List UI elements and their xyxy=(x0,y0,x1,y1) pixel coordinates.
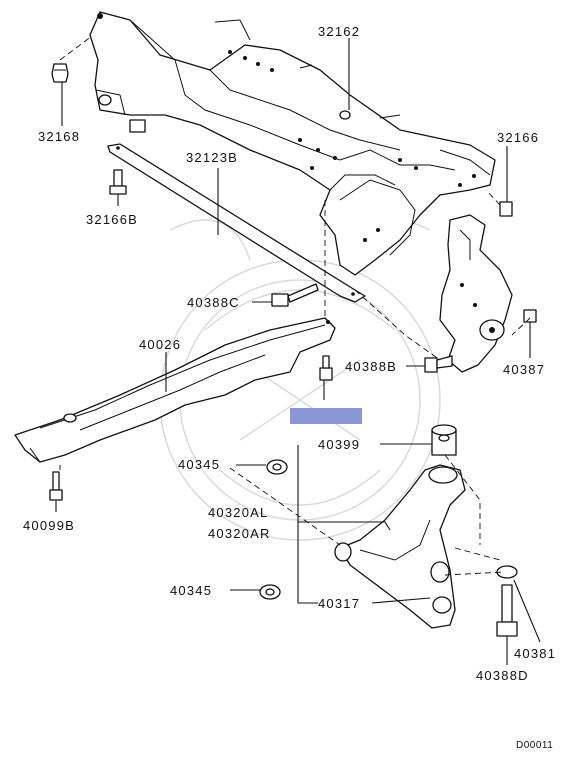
label-40387[interactable]: 40387 xyxy=(503,362,545,377)
lower-arm xyxy=(334,464,466,629)
label-32168[interactable]: 32168 xyxy=(38,129,80,144)
label-32162[interactable]: 32162 xyxy=(318,24,360,39)
label-40345-lower[interactable]: 40345 xyxy=(170,583,212,598)
bushing-40399 xyxy=(431,424,457,456)
label-40381[interactable]: 40381 xyxy=(514,646,556,661)
bolt-center xyxy=(319,355,333,381)
front-member-40026 xyxy=(14,317,336,463)
label-40399[interactable]: 40399 xyxy=(318,437,360,452)
bolt-32166B xyxy=(109,169,127,195)
label-40317[interactable]: 40317 xyxy=(318,596,360,611)
steering-knuckle xyxy=(439,214,513,373)
label-40388D[interactable]: 40388D xyxy=(476,668,529,683)
label-32166B[interactable]: 32166B xyxy=(86,212,138,227)
label-40320AR[interactable]: 40320AR xyxy=(208,526,271,541)
reference-lines xyxy=(59,35,531,576)
nut-40387 xyxy=(523,309,537,323)
bolt-40388D xyxy=(496,565,518,637)
label-40388B[interactable]: 40388B xyxy=(345,359,397,374)
diagram-code: D00011 xyxy=(516,740,553,751)
bolt-32168 xyxy=(51,63,69,83)
label-40320AL[interactable]: 40320AL xyxy=(208,505,268,520)
front-crossmember xyxy=(89,11,496,276)
label-32166[interactable]: 32166 xyxy=(497,130,539,145)
bolt-40388C xyxy=(271,283,319,307)
label-32123B[interactable]: 32123B xyxy=(186,150,238,165)
label-40099B[interactable]: 40099B xyxy=(23,518,75,533)
label-40345-upper[interactable]: 40345 xyxy=(178,457,220,472)
bolt-32166 xyxy=(499,201,513,217)
label-40388C[interactable]: 40388C xyxy=(187,295,240,310)
bolt-40099B xyxy=(49,471,63,501)
bolt-40388B xyxy=(424,355,453,373)
washer-40345-lower xyxy=(259,584,281,600)
highlight-marker xyxy=(290,408,362,424)
leader-lines xyxy=(55,38,541,665)
crossmember-bar xyxy=(107,143,366,303)
washer-40345-upper xyxy=(266,459,288,475)
label-40026[interactable]: 40026 xyxy=(139,337,181,352)
